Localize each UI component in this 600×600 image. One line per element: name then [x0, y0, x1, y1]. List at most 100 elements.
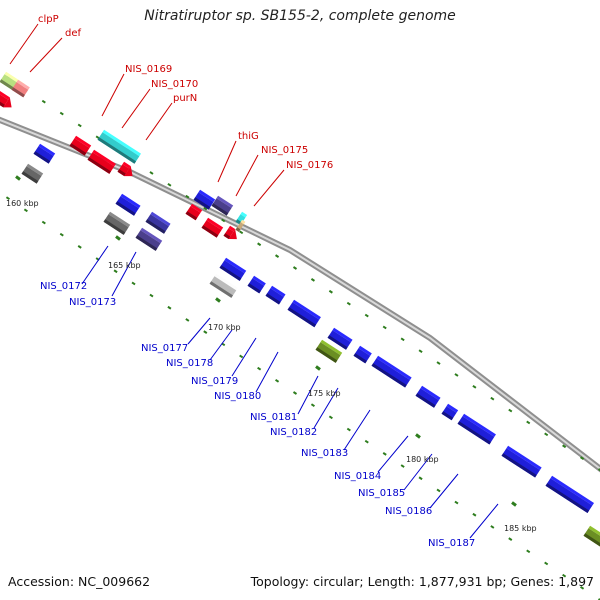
gene-label-nis-0184[interactable]: NIS_0184 [334, 471, 381, 482]
tick-mark-outer [418, 349, 423, 354]
gene-def-body [11, 82, 29, 98]
gene-label-nis-0175[interactable]: NIS_0175 [261, 145, 308, 156]
gene-label-nis-0182[interactable]: NIS_0182 [270, 427, 317, 438]
gene-label-nis-0181[interactable]: NIS_0181 [250, 412, 297, 423]
gene-fwd-d-shadow [201, 225, 219, 238]
tick-mark-major [415, 433, 421, 439]
tick-mark-inner [239, 354, 244, 359]
gene-label-clpP[interactable]: clpP [38, 14, 59, 25]
gene-rev-olive-top [588, 525, 600, 540]
gene-nis-0182-top [320, 339, 343, 356]
gene-rev-b-body [145, 214, 169, 234]
gene-rev-b [145, 211, 171, 234]
gene-fwd-b-shadow [69, 143, 87, 156]
gene-label-nis-0179[interactable]: NIS_0179 [191, 376, 238, 387]
gene-nis-0182 [315, 339, 343, 363]
gene-nis-0181-top [292, 299, 321, 320]
leader-line [469, 503, 499, 539]
gene-nis-0177-top [224, 257, 247, 274]
leader-line [235, 154, 259, 197]
gene-rev-a-body [33, 146, 54, 164]
gene-fwd-e-arrow [228, 228, 237, 240]
gene-label-nis-0173[interactable]: NIS_0173 [69, 297, 116, 308]
gene-rev-b-top [150, 211, 171, 227]
gene-nis-0178 [209, 273, 238, 298]
gene-nis-0178-body [209, 276, 237, 298]
gene-nis-0169-body [97, 132, 140, 164]
gene-nis-0179 [247, 275, 266, 294]
leader-line [377, 435, 409, 473]
gene-label-thiG[interactable]: thiG [238, 131, 259, 142]
gene-label-nis-0170[interactable]: NIS_0170 [151, 79, 198, 90]
tick-mark-inner [418, 476, 423, 481]
gene-rev-d-body [353, 348, 371, 364]
gene-nis-0177-shadow [219, 265, 242, 281]
leader-line [343, 409, 371, 451]
gene-rev-grey-a-shadow [21, 171, 39, 184]
leader-line [81, 245, 109, 285]
gene-label-nis-0180[interactable]: NIS_0180 [214, 391, 261, 402]
leader-line [297, 375, 319, 415]
gene-label-nis-0185[interactable]: NIS_0185 [358, 488, 405, 499]
gene-label-nis-0177[interactable]: NIS_0177 [141, 343, 188, 354]
gene-fwd-e [223, 225, 237, 240]
gene-fwd-a-body [0, 92, 9, 108]
gene-nis-0172 [115, 193, 141, 216]
tick-mark-inner [275, 378, 280, 383]
gene-thiG-body [193, 192, 214, 210]
leader-line [111, 251, 137, 297]
tick-mark-outer [292, 266, 298, 270]
gene-nis-0175-body [211, 198, 232, 216]
gene-rev-e-body [441, 406, 457, 421]
gene-nis-0179-body [247, 278, 265, 294]
tick-mark-outer [167, 182, 172, 187]
gene-nis-0179-top [252, 275, 266, 286]
gene-label-nis-0186[interactable]: NIS_0186 [385, 506, 432, 517]
gene-purN-top [122, 161, 131, 169]
gene-rev-d [353, 345, 372, 364]
gene-label-nis-0183[interactable]: NIS_0183 [301, 448, 348, 459]
leader-line [403, 453, 433, 491]
gene-nis-0178-top [214, 273, 238, 291]
gene-nis-0185-top [420, 385, 441, 401]
tick-mark-major [215, 297, 221, 303]
gene-rev-b-shadow [145, 219, 166, 234]
tick-mark-outer [597, 468, 600, 472]
gene-label-purN[interactable]: purN [173, 93, 197, 104]
gene-rev-olive-shadow [583, 533, 600, 547]
gene-rev-olive [583, 525, 600, 547]
tick-mark-inner [526, 549, 531, 554]
tick-mark-inner [544, 561, 549, 566]
tick-mark-inner [490, 525, 495, 529]
gene-fwd-a-shadow [0, 97, 5, 108]
gene-fwd-a-arrow [3, 97, 12, 108]
gene-rev-f-body [545, 478, 593, 514]
tick-mark-outer [59, 111, 64, 116]
gene-label-nis-0169[interactable]: NIS_0169 [125, 64, 172, 75]
gene-label-nis-0178[interactable]: NIS_0178 [166, 358, 213, 369]
gene-nis-0185-shadow [415, 393, 436, 408]
gene-rev-c-body [135, 230, 161, 251]
gene-label-nis-0176[interactable]: NIS_0176 [286, 160, 333, 171]
gene-rev-c-shadow [135, 235, 158, 251]
gene-nis-0176b [235, 219, 246, 232]
gene-def-shadow [11, 87, 25, 98]
gene-nis-0177-body [219, 260, 245, 281]
gene-label-nis-0172[interactable]: NIS_0172 [40, 281, 87, 292]
tick-mark-outer [203, 206, 208, 211]
gene-label-nis-0187[interactable]: NIS_0187 [428, 538, 475, 549]
tick-mark-inner [346, 427, 351, 432]
gene-fwd-a-top [0, 89, 10, 100]
leader-line [9, 23, 39, 65]
tick-mark-major [15, 175, 21, 181]
gene-nis-0182-shadow [315, 347, 338, 363]
tick-mark-inner [364, 439, 369, 444]
tick-mark-outer [508, 408, 513, 413]
scale-label-170: 170 kbp [208, 323, 241, 332]
tick-mark-inner [400, 464, 405, 468]
gene-label-def[interactable]: def [65, 28, 82, 39]
accession-text: Accession: NC_009662 [8, 574, 151, 589]
gene-nis-0184 [371, 355, 412, 388]
tick-mark-outer [77, 123, 82, 128]
